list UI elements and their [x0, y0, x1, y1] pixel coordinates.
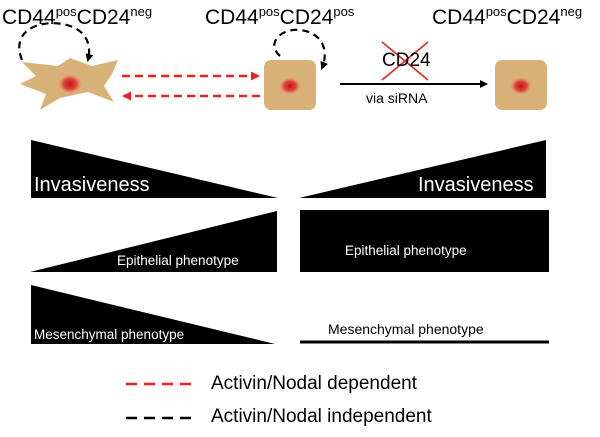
legend-dependent-label: Activin/Nodal dependent	[211, 373, 417, 394]
header-right-sup2: neg	[560, 4, 583, 19]
epithelial-cell-center-nucleus	[279, 77, 301, 95]
mesenchymal-label-right: Mesenchymal phenotype	[328, 321, 484, 337]
header-center-base: CD44	[205, 6, 259, 29]
header-right-cell-type: CD44posCD24neg	[432, 4, 583, 30]
epithelial-label-right: Epithelial phenotype	[345, 243, 467, 258]
header-left-mid: CD24	[76, 6, 131, 29]
header-left-sup2: neg	[130, 4, 153, 19]
invasiveness-label-left: Invasiveness	[34, 174, 150, 196]
header-center-cell-type: CD44posCD24pos	[205, 4, 355, 30]
header-right-sup1: pos	[485, 4, 507, 19]
cross-line-2	[381, 41, 429, 81]
mesenchymal-wedge-left	[31, 285, 275, 344]
epithelial-bar-right	[300, 210, 549, 272]
crossed-cd24-label: CD24	[382, 50, 431, 71]
header-center-sup2: pos	[333, 4, 355, 19]
header-right-mid: CD24	[506, 6, 561, 29]
left-self-renewal-arrow	[18, 22, 94, 62]
header-center-mid: CD24	[279, 6, 334, 29]
sirna-method-label: via siRNA	[366, 90, 428, 106]
legend-independent-label: Activin/Nodal independent	[211, 406, 432, 427]
mesenchymal-cell-nucleus	[58, 74, 82, 94]
center-self-renewal-arrow	[273, 28, 328, 70]
header-center-sup1: pos	[258, 4, 280, 19]
mesenchymal-label-left: Mesenchymal phenotype	[34, 327, 185, 342]
epithelial-cell-right-nucleus	[510, 77, 532, 95]
header-left-cell-type: CD44posCD24neg	[2, 4, 153, 30]
header-left-sup1: pos	[55, 4, 77, 19]
header-right-base: CD44	[432, 6, 486, 29]
epithelial-label-left: Epithelial phenotype	[117, 253, 239, 268]
invasiveness-wedge-right	[299, 140, 546, 198]
invasiveness-wedge-left	[31, 140, 278, 198]
invasiveness-label-right: Invasiveness	[418, 174, 534, 196]
epithelial-wedge-left	[30, 211, 277, 272]
